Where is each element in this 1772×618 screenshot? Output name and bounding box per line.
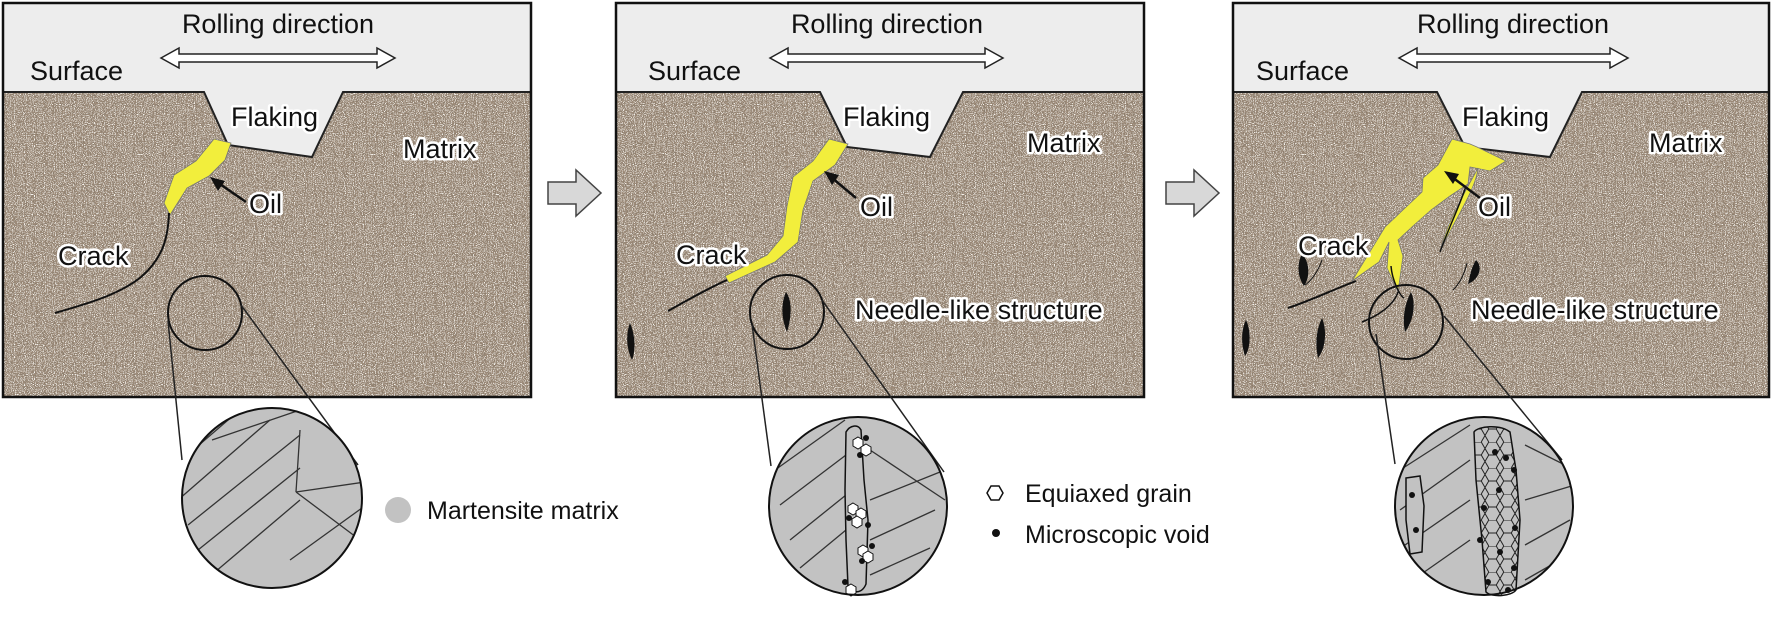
- zoom-connector: [751, 323, 772, 467]
- martensite-swatch-icon: [385, 497, 411, 523]
- arrow-head-icon: [824, 171, 839, 185]
- zoom-source-circle: [749, 274, 825, 350]
- zoom-source-circle: [167, 275, 243, 351]
- legend-void: Microscopic void: [1025, 521, 1210, 549]
- crack-line: [54, 212, 170, 314]
- zoom-connector: [821, 299, 945, 473]
- crack-line: [1361, 291, 1399, 323]
- rolling-direction-arrow: [1397, 46, 1630, 70]
- zoom-source-circle: [1368, 284, 1444, 360]
- matrix-label: Matrix: [1649, 128, 1723, 158]
- arrow-head-icon: [1444, 171, 1459, 184]
- surface-region: [3, 3, 531, 159]
- right-block-arrow-icon: [547, 168, 603, 218]
- needle-structure: [1452, 262, 1468, 291]
- oil-pointer: [830, 176, 857, 199]
- zoom-view-1: [167, 304, 363, 589]
- zoom-view-2: [751, 299, 948, 597]
- rolling-direction-label: Rolling direction: [182, 9, 374, 39]
- flaking-label: Flaking: [1462, 102, 1549, 132]
- oil-label: Oil: [1478, 192, 1511, 222]
- surface-region: [1233, 3, 1769, 159]
- zoom-connector: [1375, 333, 1396, 465]
- equiaxed-grain-cluster: [845, 436, 874, 597]
- rolling-direction-arrow: [159, 46, 397, 70]
- dot-icon: [992, 529, 1000, 537]
- microscopic-void-dots: [1409, 449, 1518, 593]
- panel-frame: [614, 1, 1146, 399]
- crack-label: Crack: [676, 240, 747, 270]
- needle-structure: [1298, 254, 1309, 286]
- legend-equiaxed: Equiaxed grain: [1025, 480, 1192, 508]
- panel-3: Rolling direction Surface Flaking Matrix…: [1231, 1, 1771, 399]
- panel-1: Rolling direction Surface Flaking Matrix…: [1, 1, 533, 399]
- oil-pointer: [1451, 176, 1481, 199]
- hexagon-icon: [986, 485, 1004, 501]
- surface-label: Surface: [30, 56, 123, 86]
- microscopic-void-dots: [842, 435, 875, 585]
- needle-structure: [1316, 318, 1326, 358]
- needle-structure-label: Needle-like structure: [1471, 295, 1719, 325]
- legend-martensite: Martensite matrix: [427, 497, 619, 525]
- flaking-label: Flaking: [843, 102, 930, 132]
- zoom-connector: [1443, 315, 1563, 461]
- oil-label: Oil: [860, 192, 893, 222]
- panel-2: Rolling direction Surface Flaking Matrix…: [614, 1, 1146, 399]
- zoom-view-3: [1375, 315, 1574, 597]
- crack-branch: [1439, 185, 1467, 253]
- matrix-label: Matrix: [1027, 128, 1101, 158]
- double-headed-arrow-icon: [159, 46, 397, 70]
- zoom-circle-outline: [768, 416, 948, 596]
- needle-structure: [1403, 292, 1414, 332]
- oil-fill: [1351, 138, 1507, 294]
- surface-label: Surface: [648, 56, 741, 86]
- needle-structure: [1304, 259, 1323, 286]
- surface-label: Surface: [1256, 56, 1349, 86]
- oil-label: Oil: [249, 189, 282, 219]
- panel-frame: [1, 1, 533, 399]
- crack-line: [1287, 280, 1357, 309]
- oil-fill: [724, 138, 849, 284]
- zoom-circle-outline: [1394, 416, 1574, 596]
- crack-label: Crack: [1298, 231, 1369, 261]
- zoom-circle-outline: [181, 407, 363, 589]
- zoom-circle: [182, 408, 362, 588]
- rolling-direction-arrow: [768, 46, 1005, 70]
- needle-structure: [627, 323, 635, 360]
- matrix-label: Matrix: [403, 134, 477, 164]
- panel-frame: [1231, 1, 1771, 399]
- crack-label: Crack: [58, 241, 129, 271]
- needle-structure: [782, 292, 791, 332]
- needle-structure: [1242, 320, 1250, 356]
- rolling-direction-label: Rolling direction: [791, 9, 983, 39]
- double-headed-arrow-icon: [768, 46, 1005, 70]
- surface-region: [616, 3, 1144, 159]
- zoom-connector: [167, 320, 183, 461]
- arrow-head-icon: [210, 177, 225, 191]
- crack-line: [667, 279, 728, 312]
- rolling-direction-label: Rolling direction: [1417, 9, 1609, 39]
- right-block-arrow-icon: [1165, 168, 1221, 218]
- needle-structure-label: Needle-like structure: [855, 295, 1103, 325]
- oil-fill: [163, 138, 232, 216]
- martensite-laths: [182, 408, 362, 573]
- legend: Martensite matrix Equiaxed grain Microsc…: [385, 480, 1210, 549]
- flaking-label: Flaking: [231, 102, 318, 132]
- needle-zoomed: [1405, 475, 1425, 555]
- double-headed-arrow-icon: [1397, 46, 1630, 70]
- needle-structure: [1468, 260, 1480, 284]
